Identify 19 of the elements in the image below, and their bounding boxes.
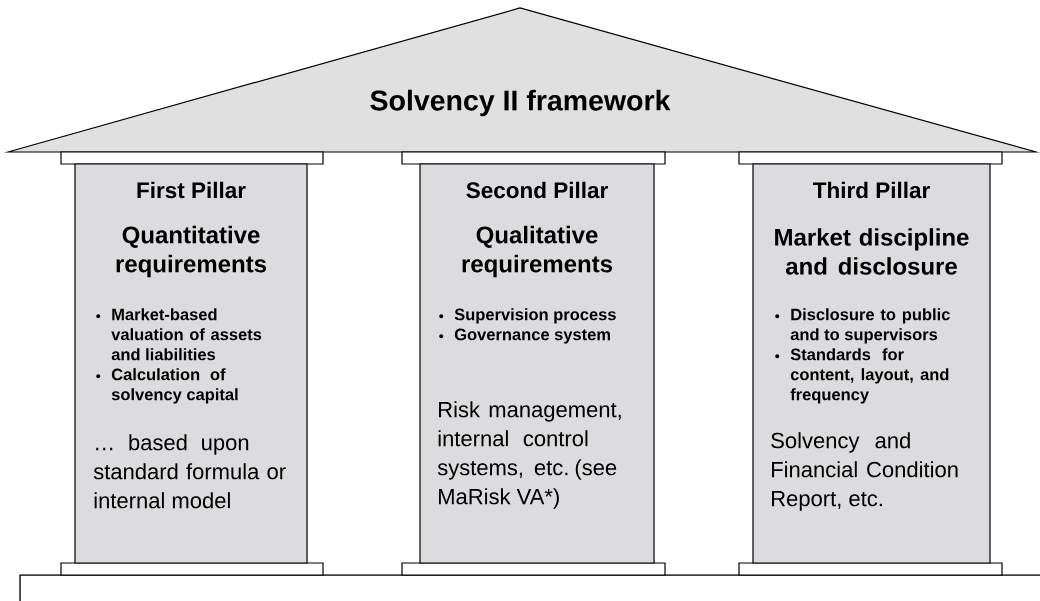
pillar-description: Solvency and Financial Condition Report, etc.	[771, 432, 958, 511]
roof-title: Solvency II framework	[370, 89, 671, 117]
pillar	[738, 151, 1003, 576]
pillar-heading: Second Pillar	[466, 181, 608, 199]
pillar-description: … based upon standard formula or internal model	[93, 434, 286, 509]
pillar	[401, 151, 666, 576]
pillar	[60, 151, 324, 576]
pillar-heading: Third Pillar	[813, 181, 930, 199]
bullet-item: Calculation of solvency capital	[96, 368, 238, 404]
pillar-subheading: Quantitative requirements	[116, 225, 267, 278]
bullet-item: Governance system	[439, 328, 610, 344]
bullet-item: Supervision process	[439, 308, 616, 324]
pillar-description: Risk management, internal control systems, etc. (see MaRisk VA*)	[437, 401, 621, 509]
pillar-heading: First Pillar	[137, 181, 246, 199]
bullet-item: Standards for content, layout, and frequency	[775, 348, 949, 404]
pillar-subheading: Qualitative requirements	[462, 225, 613, 278]
bullet-item: Market-based valuation of assets and liabilities	[96, 308, 262, 361]
bullet-item: Disclosure to public and to supervisors	[775, 308, 950, 344]
pillar-subheading: Market discipline and disclosure	[775, 228, 969, 275]
